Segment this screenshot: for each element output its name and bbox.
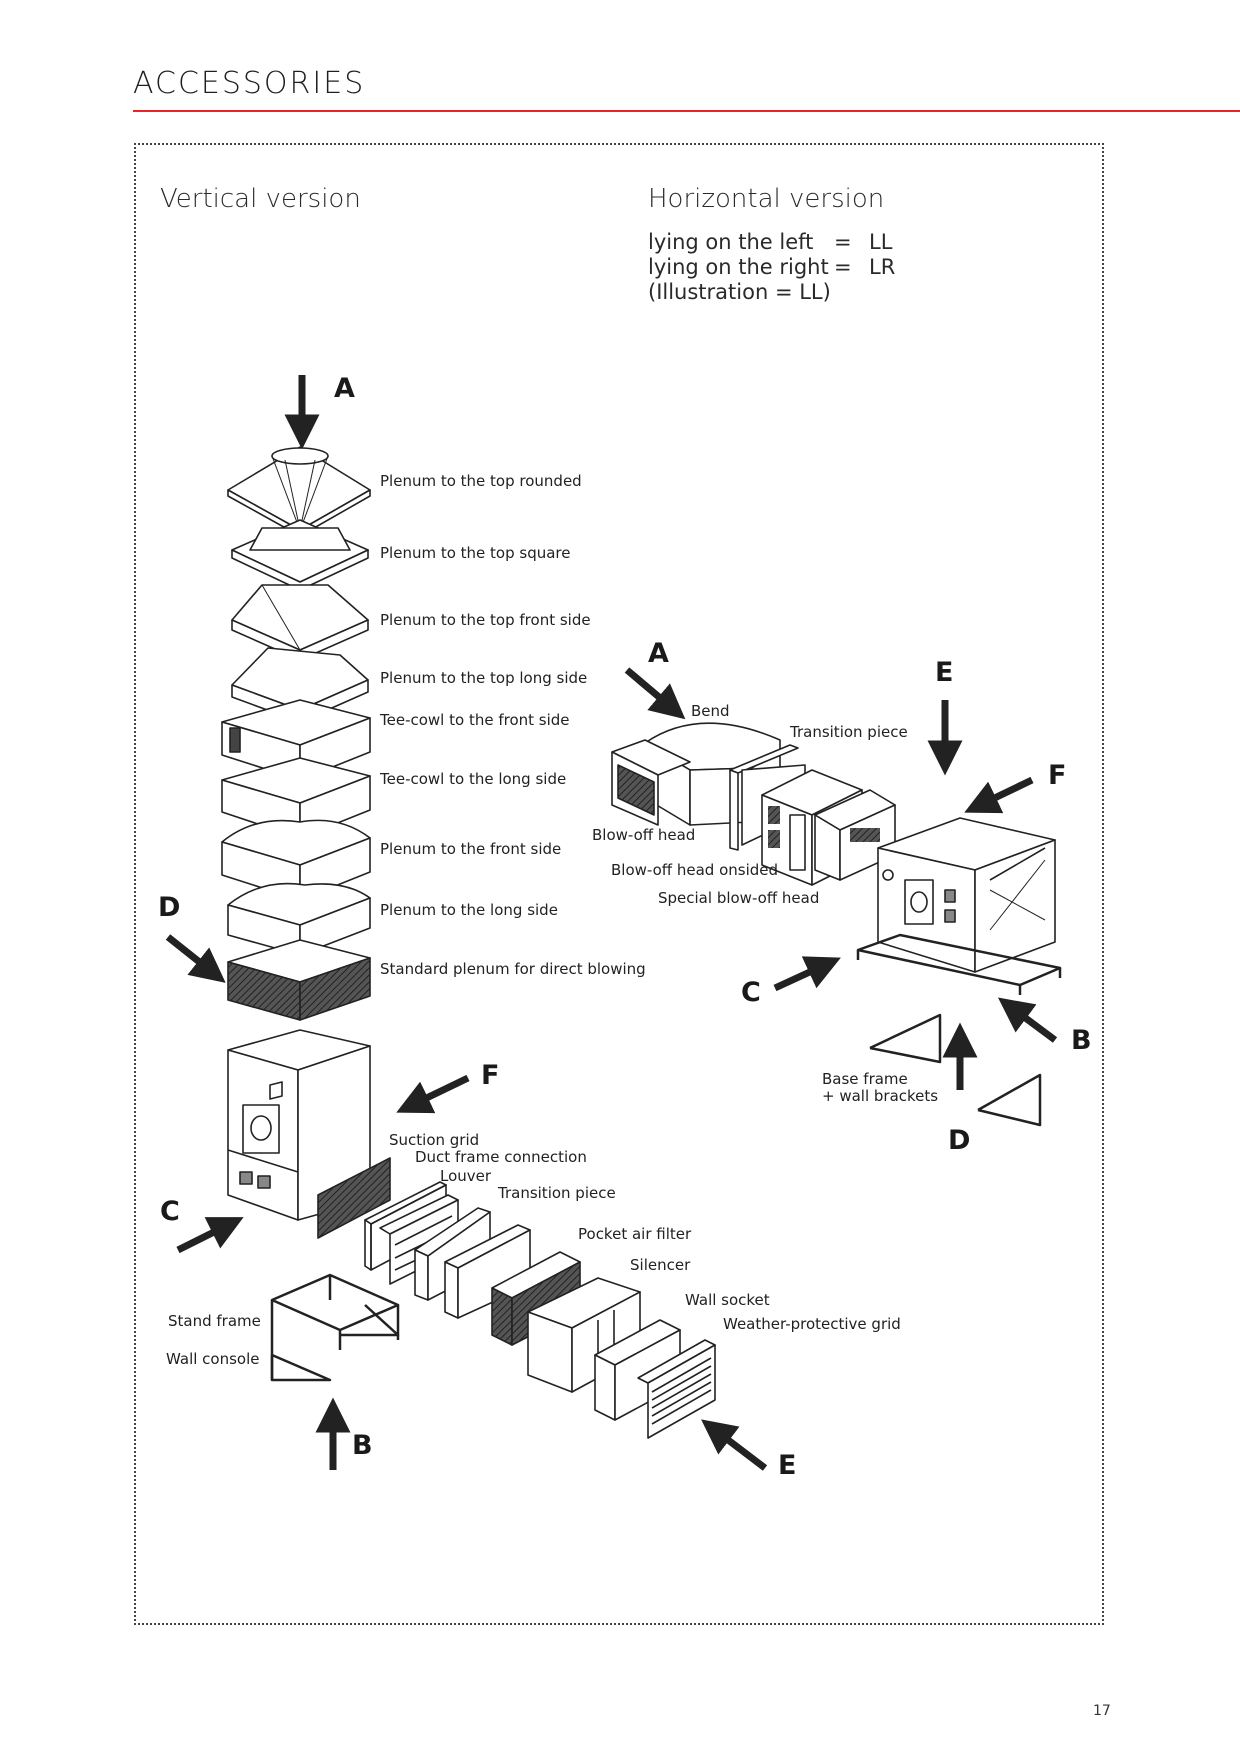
illustration-note: (Illustration = LL) <box>648 280 831 304</box>
arrow-f-horizontal <box>964 776 1034 814</box>
legend-value: LR <box>869 255 896 279</box>
letter-d-horizontal: D <box>948 1125 971 1156</box>
letter-b-horizontal: B <box>1071 1025 1092 1056</box>
legend-row-right: lying on the right = LR <box>648 255 895 280</box>
label-plenum-top-rounded: Plenum to the top rounded <box>380 472 582 490</box>
letter-f-vertical: F <box>481 1060 500 1091</box>
label-blow-off-head: Blow-off head <box>592 826 696 844</box>
silencer <box>527 1277 641 1393</box>
label-wall-brackets: + wall brackets <box>822 1087 939 1105</box>
base-frame <box>856 933 1062 995</box>
letter-c-horizontal: C <box>741 977 761 1008</box>
plenum-long-side <box>227 882 371 956</box>
label-stand-frame: Stand frame <box>168 1312 261 1330</box>
main-unit-horizontal <box>877 817 1056 973</box>
legend-key: lying on the left <box>648 230 814 254</box>
label-louver: Louver <box>440 1167 492 1185</box>
label-bend: Bend <box>691 702 730 720</box>
letter-f-horizontal: F <box>1048 760 1067 791</box>
legend-eq: = <box>834 255 852 279</box>
arrow-a-horizontal <box>624 667 686 720</box>
arrow-e-vertical <box>701 1419 768 1471</box>
label-plenum-top-long: Plenum to the top long side <box>380 669 588 687</box>
page-title: ACCESSORIES <box>133 66 366 101</box>
wall-bracket-1 <box>869 1013 942 1064</box>
arrow-c-vertical <box>176 1217 244 1254</box>
label-tee-cowl-front: Tee-cowl to the front side <box>380 711 570 729</box>
suction-grid <box>317 1157 391 1239</box>
letter-b-vertical: B <box>352 1430 373 1461</box>
arrow-d-vertical <box>165 934 226 983</box>
arrow-c-horizontal <box>773 956 841 992</box>
header-rule <box>133 110 1240 112</box>
letter-e-horizontal: E <box>935 657 954 688</box>
label-tee-cowl-long: Tee-cowl to the long side <box>380 770 567 788</box>
horizontal-heading: Horizontal version <box>648 184 885 214</box>
weather-protective-grid <box>637 1339 716 1439</box>
label-duct-frame: Duct frame connection <box>415 1148 587 1166</box>
label-plenum-front: Plenum to the front side <box>380 840 562 858</box>
label-blow-off-onsided: Blow-off head onsided <box>611 861 779 879</box>
letter-a-horizontal: A <box>648 638 669 669</box>
label-silencer: Silencer <box>630 1256 691 1274</box>
letter-e-vertical: E <box>778 1450 797 1481</box>
label-pocket-filter: Pocket air filter <box>578 1225 692 1243</box>
wall-bracket-2 <box>977 1073 1042 1127</box>
label-plenum-top-front: Plenum to the top front side <box>380 611 591 629</box>
label-plenum-long: Plenum to the long side <box>380 901 558 919</box>
plenum-top-square <box>231 519 369 591</box>
main-unit-vertical <box>227 1029 371 1221</box>
orientation-legend: lying on the left = LL lying on the righ… <box>648 230 895 305</box>
label-transition-piece-h: Transition piece <box>790 723 908 741</box>
arrow-b-horizontal <box>997 997 1058 1043</box>
letter-a-vertical: A <box>334 373 355 404</box>
label-transition-piece: Transition piece <box>498 1184 616 1202</box>
arrow-f-vertical <box>396 1074 470 1114</box>
label-special-blow-off: Special blow-off head <box>658 889 820 907</box>
letter-c-vertical: C <box>160 1196 180 1227</box>
letter-d-vertical: D <box>158 892 181 923</box>
wall-console <box>270 1353 332 1382</box>
legend-value: LL <box>869 230 893 254</box>
label-standard-plenum: Standard plenum for direct blowing <box>380 960 646 978</box>
page-number: 17 <box>1093 1703 1111 1719</box>
label-suction-grid: Suction grid <box>389 1131 480 1149</box>
label-base-frame: Base frame <box>822 1070 908 1088</box>
standard-plenum <box>227 939 371 1021</box>
blow-off-head <box>611 739 691 826</box>
legend-key: lying on the right <box>648 255 829 279</box>
label-wall-console: Wall console <box>166 1350 260 1368</box>
plenum-top-front <box>231 584 369 661</box>
label-wall-socket: Wall socket <box>685 1291 770 1309</box>
vertical-heading: Vertical version <box>160 184 361 214</box>
label-plenum-top-square: Plenum to the top square <box>380 544 571 562</box>
diagram-frame <box>134 143 1104 1625</box>
legend-eq: = <box>834 230 852 254</box>
legend-row-left: lying on the left = LL <box>648 230 895 255</box>
label-weather-grid: Weather-protective grid <box>723 1315 901 1333</box>
